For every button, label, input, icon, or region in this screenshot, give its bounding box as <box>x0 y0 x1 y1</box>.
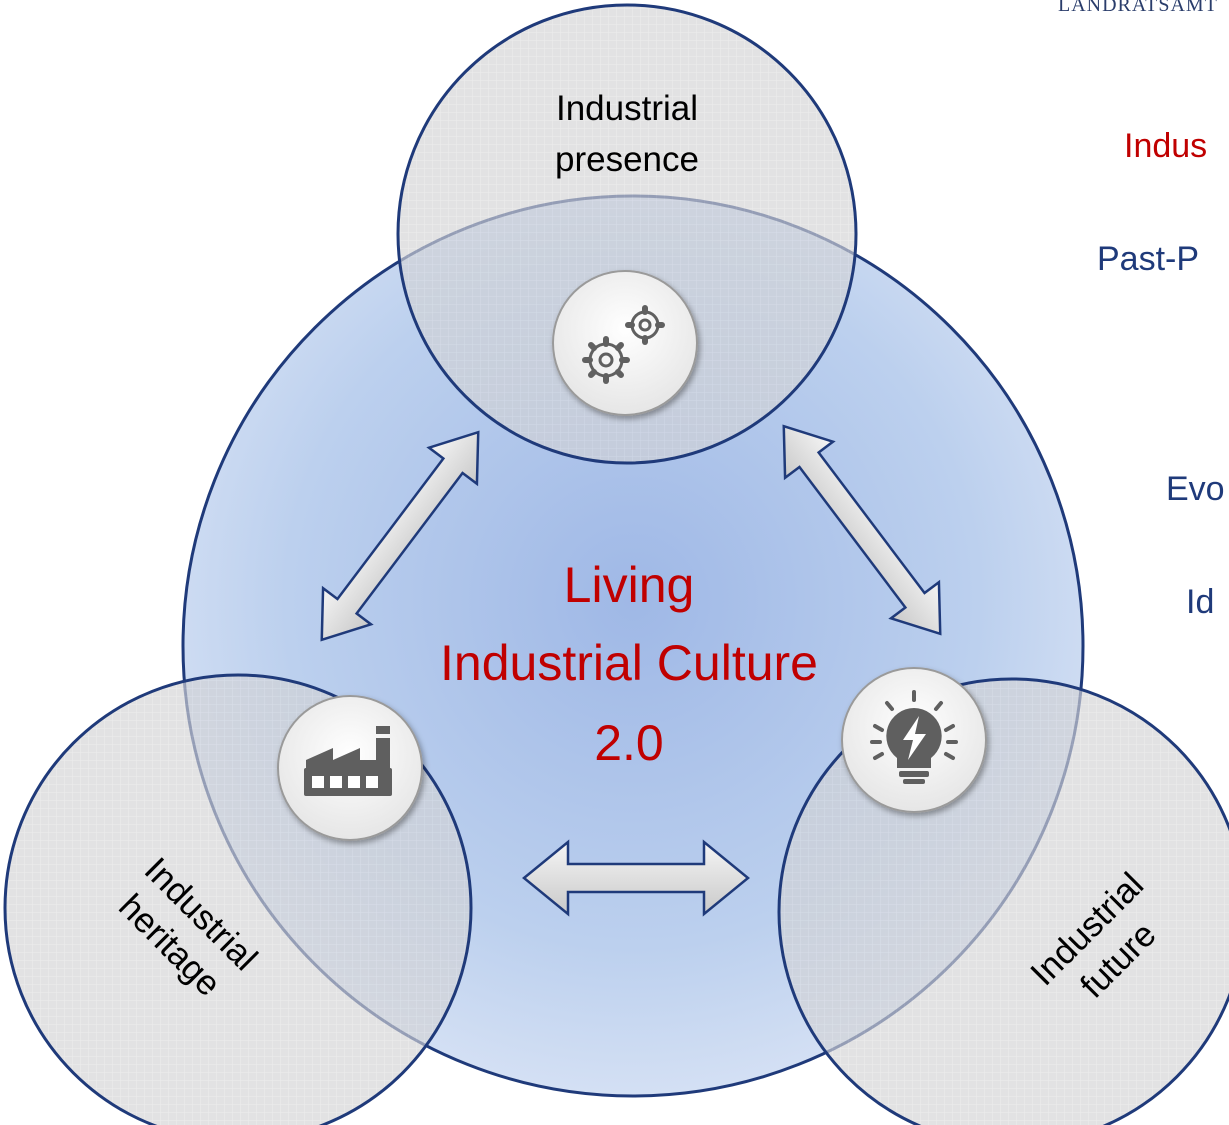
center-title-line3: 2.0 <box>594 715 664 771</box>
gears-icon <box>552 270 698 416</box>
presence-circle <box>396 3 858 465</box>
side-line-id: Id <box>1186 583 1215 621</box>
factory-icon <box>277 695 423 841</box>
side-line-evo: Evo <box>1166 470 1225 508</box>
lightbulb-icon <box>841 667 987 813</box>
arrow-heritage-future <box>522 839 750 917</box>
presence-label-line2: presence <box>555 140 699 179</box>
presence-label-line1: Industrial <box>556 89 698 128</box>
center-title-line1: Living <box>564 557 695 613</box>
presence-label: Industrial presence <box>555 89 699 179</box>
side-line-past: Past-P <box>1097 240 1200 278</box>
center-title-line2: Industrial Culture <box>440 635 818 691</box>
arrow-presence-future <box>782 424 942 636</box>
side-heading: Indus <box>1124 127 1208 165</box>
logo-text: LANDRATSAMT <box>1058 0 1218 16</box>
center-title: Living Industrial Culture 2.0 <box>440 557 818 771</box>
arrow-presence-heritage <box>320 430 480 642</box>
